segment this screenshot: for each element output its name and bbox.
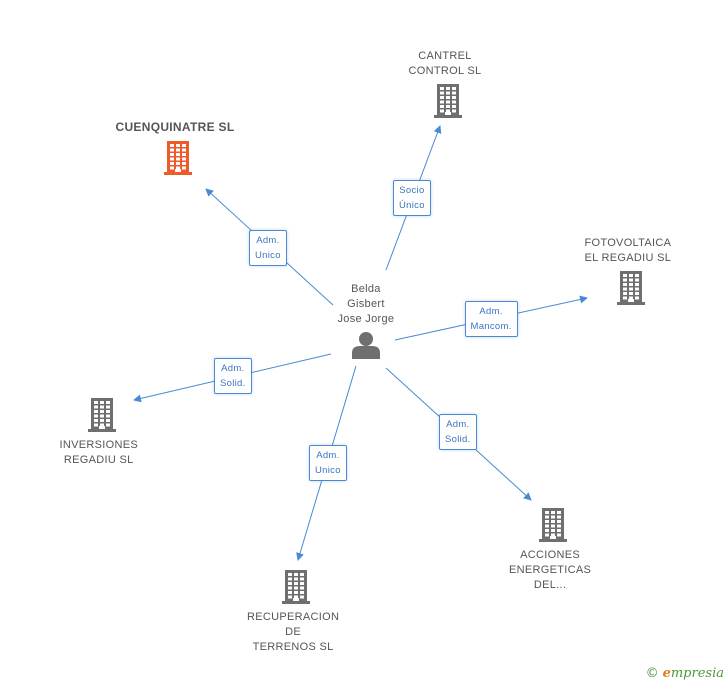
relation-label-line: Adm. [221, 363, 245, 374]
company-name-recuperacion[interactable]: RECUPERACION DE TERRENOS SL [247, 610, 339, 655]
building-icon[interactable] [434, 84, 462, 123]
brand-name: mpresia [670, 666, 724, 681]
company-name-cantrel[interactable]: CANTREL CONTROL SL [409, 49, 482, 79]
company-name-line: FOTOVOLTAICA [584, 237, 672, 249]
relation-label-line: Adm. [446, 419, 470, 430]
relation-label-line: Único [399, 200, 425, 211]
company-name-line: RECUPERACION [247, 611, 340, 623]
company-name-line: CUENQUINATRE SL [115, 120, 235, 134]
company-name-inversiones[interactable]: INVERSIONES REGADIU SL [60, 438, 139, 468]
person-icon[interactable] [352, 331, 380, 364]
relation-label-recuperacion[interactable]: Adm. Unico [309, 445, 347, 481]
company-name-line: REGADIU SL [63, 454, 134, 466]
person-name-line: Jose Jorge [337, 313, 395, 325]
relation-label-inversiones[interactable]: Adm. Solid. [214, 358, 252, 394]
company-name-line: CONTROL SL [408, 65, 482, 77]
relation-label-line: Adm. [479, 306, 503, 317]
building-icon[interactable] [88, 398, 116, 437]
relation-label-fotovoltaica[interactable]: Adm. Mancom. [464, 301, 518, 337]
building-icon[interactable] [164, 141, 192, 180]
relation-label-line: Solid. [220, 378, 246, 389]
relation-label-line: Unico [315, 465, 341, 476]
relation-label-cuenquinatre[interactable]: Adm. Unico [249, 230, 287, 266]
company-name-line: ACCIONES [520, 549, 580, 561]
relation-label-line: Adm. [256, 235, 280, 246]
relation-label-line: Unico [255, 250, 281, 261]
company-name-fotovoltaica[interactable]: FOTOVOLTAICA EL REGADIU SL [585, 236, 672, 266]
relation-label-line: Adm. [316, 450, 340, 461]
relation-label-line: Socio [399, 185, 425, 196]
company-name-line: DE [285, 626, 302, 638]
company-name-line: EL REGADIU SL [584, 252, 672, 264]
person-name-line: Belda [351, 283, 381, 295]
empresia-footer[interactable]: ©empresia [646, 666, 724, 681]
building-icon[interactable] [617, 271, 645, 310]
building-icon[interactable] [539, 508, 567, 547]
company-name-line: ENERGETICAS [509, 564, 592, 576]
relation-label-line: Solid. [445, 434, 471, 445]
company-name-line: TERRENOS SL [252, 641, 334, 653]
company-name-acciones[interactable]: ACCIONES ENERGETICAS DEL... [509, 548, 591, 593]
person-name-line: Gisbert [347, 298, 385, 310]
company-name-line: INVERSIONES [59, 439, 138, 451]
building-icon[interactable] [282, 570, 310, 609]
relation-label-acciones[interactable]: Adm. Solid. [439, 414, 477, 450]
company-name-cuenquinatre[interactable]: CUENQUINATRE SL [116, 120, 235, 135]
copyright-symbol: © [645, 666, 659, 681]
brand-initial: e [662, 666, 671, 681]
company-name-line: CANTREL [418, 50, 472, 62]
relation-label-line: Mancom. [470, 321, 512, 332]
company-name-line: DEL... [533, 579, 567, 591]
